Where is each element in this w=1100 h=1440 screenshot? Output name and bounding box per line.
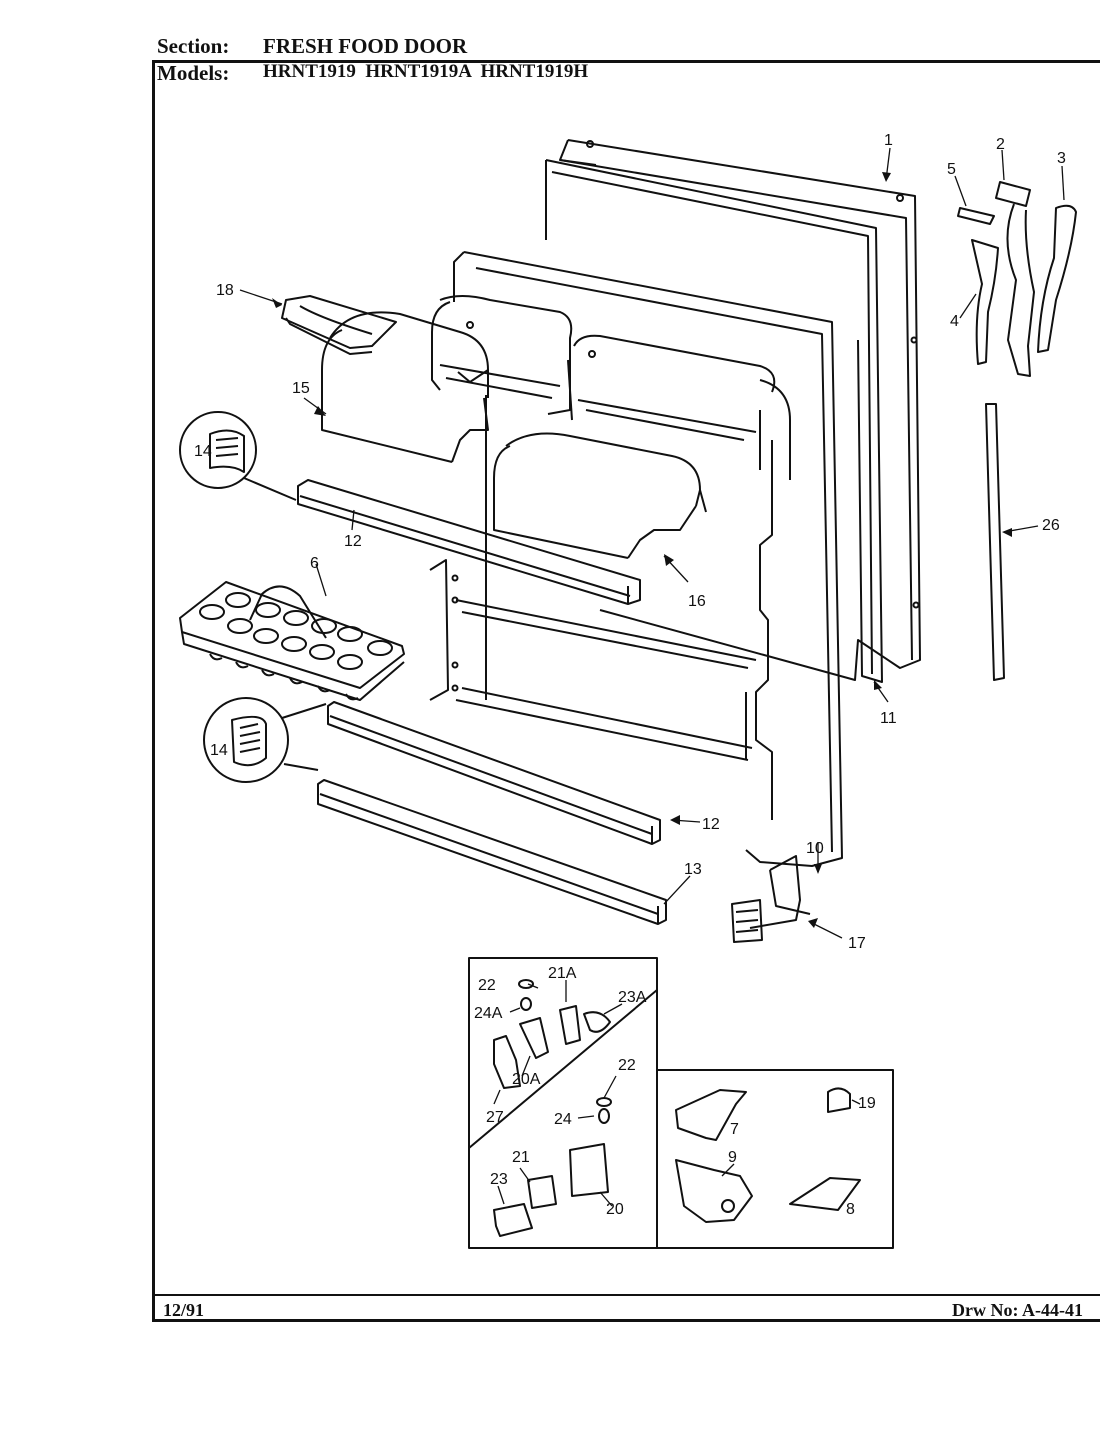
drawing-date: 12/91 <box>163 1300 205 1320</box>
retainer-detail-upper <box>179 411 297 501</box>
callout-3: 3 <box>1057 150 1066 167</box>
callout-11: 11 <box>880 710 897 727</box>
callout-21: 21 <box>512 1149 530 1166</box>
leader-lines <box>239 147 1065 1207</box>
callout-15: 15 <box>292 380 310 397</box>
callout-10: 10 <box>806 840 824 857</box>
door-stop-bracket <box>731 855 811 943</box>
arrowheads <box>272 172 1012 928</box>
callout-20: 20 <box>606 1201 624 1218</box>
dairy-door-left <box>321 311 489 463</box>
callout-22-upper: 22 <box>478 977 496 994</box>
callout-23a: 23A <box>618 989 647 1006</box>
callout-13: 13 <box>684 861 702 878</box>
callout-4: 4 <box>950 313 959 330</box>
egg-tray <box>179 581 405 701</box>
drawing-frame <box>152 60 1100 1322</box>
callout-5: 5 <box>947 161 956 178</box>
door-outer-panel <box>559 139 921 681</box>
callout-17: 17 <box>848 935 866 952</box>
handle-cap <box>281 295 397 355</box>
callout-12-upper: 12 <box>344 533 362 550</box>
callout-7: 7 <box>730 1121 739 1138</box>
models-list: HRNT1919 HRNT1919A HRNT1919H <box>263 61 589 82</box>
hinge-parts-box <box>656 1069 894 1249</box>
callout-14-lower: 14 <box>210 742 228 759</box>
door-liner <box>429 251 843 867</box>
callout-21a: 21A <box>548 965 577 982</box>
callout-18: 18 <box>216 282 234 299</box>
callout-12-lower: 12 <box>702 816 720 833</box>
dairy-door-right <box>493 432 707 559</box>
models-label: Models: <box>157 61 230 85</box>
callout-9: 9 <box>728 1149 737 1166</box>
callout-20a: 20A <box>512 1071 541 1088</box>
callout-8: 8 <box>846 1201 855 1218</box>
callout-27: 27 <box>486 1109 504 1126</box>
callout-22-lower: 22 <box>618 1057 636 1074</box>
callout-19: 19 <box>858 1095 876 1112</box>
door-gasket <box>545 159 883 683</box>
door-shelf-rail-lower <box>327 701 661 845</box>
callout-6: 6 <box>310 555 319 572</box>
callout-16: 16 <box>688 593 706 610</box>
callout-24: 24 <box>554 1111 572 1128</box>
callout-26: 26 <box>1042 517 1060 534</box>
callout-1: 1 <box>884 132 893 149</box>
trim-strip <box>985 403 1005 681</box>
drawing-number: Drw No: A-44-41 <box>952 1300 1083 1320</box>
door-bottom-rail <box>317 779 667 925</box>
callout-23: 23 <box>490 1171 508 1188</box>
section-title: FRESH FOOD DOOR <box>263 34 468 58</box>
footer-rule <box>153 1294 1100 1296</box>
callout-2: 2 <box>996 136 1005 153</box>
handle-bracket-parts <box>957 181 1077 377</box>
callout-14-upper: 14 <box>194 443 212 460</box>
door-shelf-rail-upper <box>297 479 641 605</box>
callout-24a: 24A <box>474 1005 503 1022</box>
section-label: Section: <box>157 34 230 58</box>
retainer-detail-lower <box>203 697 327 783</box>
